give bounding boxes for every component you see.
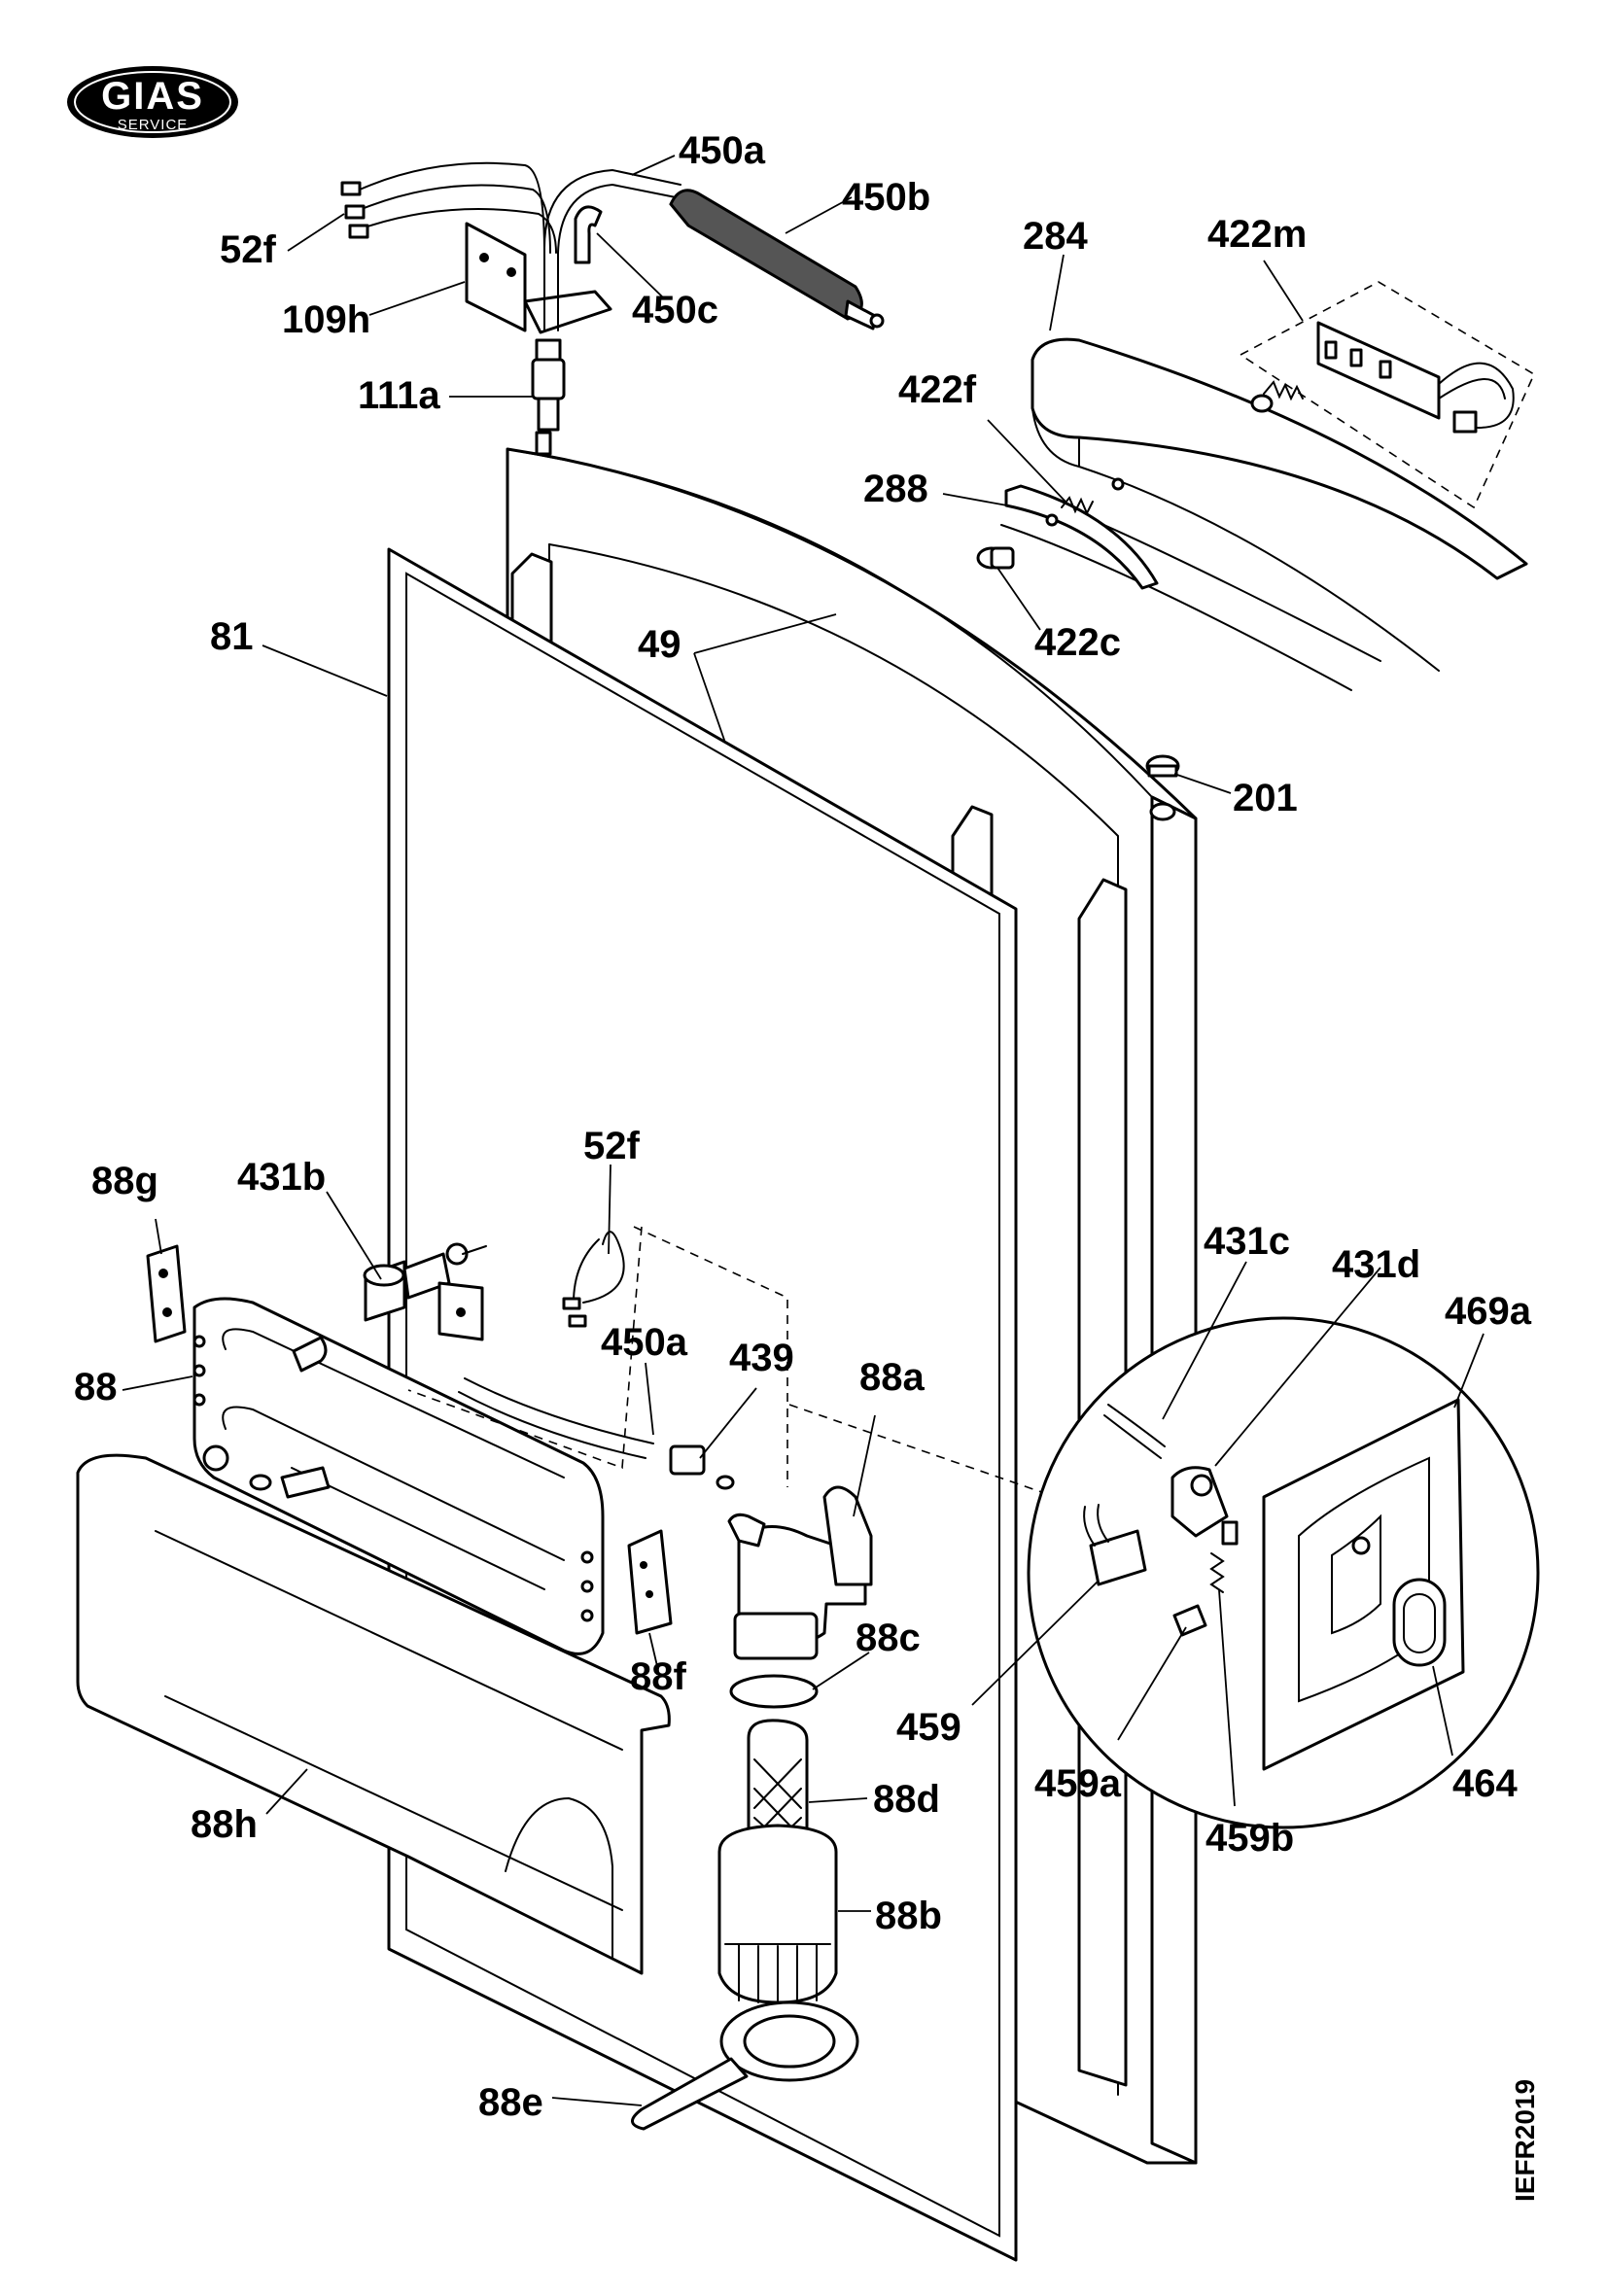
callout-288: 288 bbox=[863, 468, 928, 510]
hinge-cap bbox=[1145, 754, 1180, 821]
heater-450b bbox=[669, 189, 885, 330]
callout-88c: 88c bbox=[856, 1617, 921, 1659]
wire-harness-top bbox=[340, 161, 557, 254]
callout-464: 464 bbox=[1452, 1762, 1518, 1805]
callout-109h: 109h bbox=[282, 298, 370, 341]
plate-288 bbox=[1004, 484, 1159, 590]
callout-450a-top: 450a bbox=[679, 129, 766, 172]
callout-450a-mid: 450a bbox=[601, 1321, 688, 1364]
bracket-88f bbox=[627, 1529, 673, 1635]
gias-service-logo: GIAS SERVICE bbox=[67, 66, 238, 138]
callout-431c: 431c bbox=[1204, 1220, 1290, 1263]
logo-sub-text: SERVICE bbox=[118, 117, 189, 133]
callout-88: 88 bbox=[74, 1366, 118, 1409]
callout-431b: 431b bbox=[237, 1156, 326, 1199]
top-trim-284 bbox=[1000, 337, 1528, 691]
callout-422m: 422m bbox=[1207, 213, 1307, 256]
filter-head-88a bbox=[727, 1485, 873, 1660]
wrench-88e bbox=[631, 2000, 859, 2131]
spring-422f bbox=[1061, 496, 1094, 516]
callout-49: 49 bbox=[638, 623, 681, 666]
callout-459b: 459b bbox=[1205, 1817, 1294, 1860]
drawing-code: IEFR2019 bbox=[1510, 2079, 1540, 2202]
callout-284: 284 bbox=[1023, 215, 1088, 258]
logo-brand-text: GIAS bbox=[101, 75, 204, 118]
switch-422m bbox=[1239, 281, 1536, 509]
fitting-439 bbox=[669, 1444, 735, 1490]
callout-450b: 450b bbox=[842, 176, 930, 219]
callout-88a: 88a bbox=[859, 1356, 925, 1399]
callout-201: 201 bbox=[1233, 777, 1298, 819]
filter-housing-88b bbox=[717, 1824, 838, 2004]
callout-88f: 88f bbox=[630, 1655, 686, 1698]
tube-450a-top bbox=[543, 168, 681, 331]
callout-labels: 450a 450b 52f 109h 450c 111a 284 422m 42… bbox=[74, 129, 1532, 2124]
callout-439: 439 bbox=[729, 1337, 794, 1379]
callout-52f-mid: 52f bbox=[583, 1125, 640, 1167]
o-ring-88c bbox=[729, 1674, 819, 1709]
callout-422f: 422f bbox=[898, 368, 977, 411]
callout-88g: 88g bbox=[91, 1160, 158, 1202]
callout-88b: 88b bbox=[875, 1895, 942, 1937]
callout-459a: 459a bbox=[1034, 1762, 1122, 1805]
bracket-88g bbox=[146, 1244, 187, 1343]
callout-111a: 111a bbox=[358, 374, 440, 417]
valve-431b bbox=[363, 1242, 487, 1341]
callout-88e: 88e bbox=[478, 2081, 543, 2124]
callout-88d: 88d bbox=[873, 1778, 940, 1821]
callout-431d: 431d bbox=[1332, 1243, 1420, 1286]
leader-lines bbox=[122, 155, 1485, 2106]
connector-111a bbox=[531, 338, 566, 432]
callout-422c: 422c bbox=[1034, 621, 1121, 664]
drip-tray-cover-88h bbox=[76, 1444, 671, 1975]
assembly-guides bbox=[407, 1226, 1051, 1496]
callout-52f-top: 52f bbox=[220, 228, 276, 271]
callout-469a: 469a bbox=[1445, 1290, 1532, 1333]
bracket-109h bbox=[465, 222, 612, 334]
housing-88 bbox=[192, 1297, 605, 1655]
callout-81: 81 bbox=[210, 615, 254, 658]
callout-450c: 450c bbox=[632, 289, 718, 331]
callout-459: 459 bbox=[896, 1706, 961, 1749]
tube-450a-mid bbox=[458, 1377, 654, 1459]
button-422c bbox=[976, 546, 1015, 570]
callout-88h: 88h bbox=[191, 1803, 258, 1846]
detail-magnifier bbox=[1027, 1316, 1540, 1829]
